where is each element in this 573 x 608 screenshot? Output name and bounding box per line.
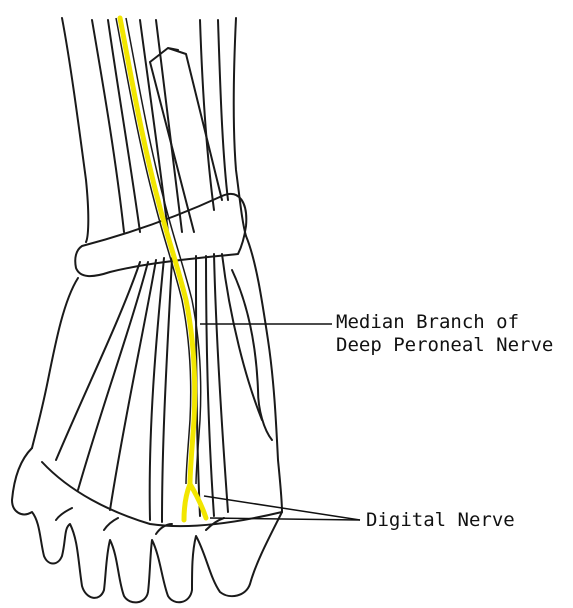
foot-tendon-8 <box>222 254 262 420</box>
foot-tendon-7 <box>214 254 228 512</box>
digital-nerve-leader-lower <box>210 518 360 520</box>
digital-nerve-label: Digital Nerve <box>366 509 515 531</box>
dorsal-contour <box>232 270 272 440</box>
foot-tendon-5 <box>162 258 172 522</box>
nerve-outline <box>116 18 201 484</box>
upper-tendon-4 <box>218 20 228 200</box>
foot-tendon-1 <box>56 262 140 460</box>
foot-outline-left <box>32 278 78 448</box>
median-branch-label-line2: Deep Peroneal Nerve <box>336 334 553 356</box>
foot-outline-right <box>246 236 282 512</box>
leg-outline-left <box>62 18 88 242</box>
upper-tendon-3 <box>200 20 214 210</box>
foot-tendon-6 <box>206 256 214 516</box>
foot-tendon-2 <box>78 262 148 490</box>
digital-nerve-branch-left <box>184 484 190 520</box>
median-branch-label-line1: Median Branch of <box>336 311 519 333</box>
